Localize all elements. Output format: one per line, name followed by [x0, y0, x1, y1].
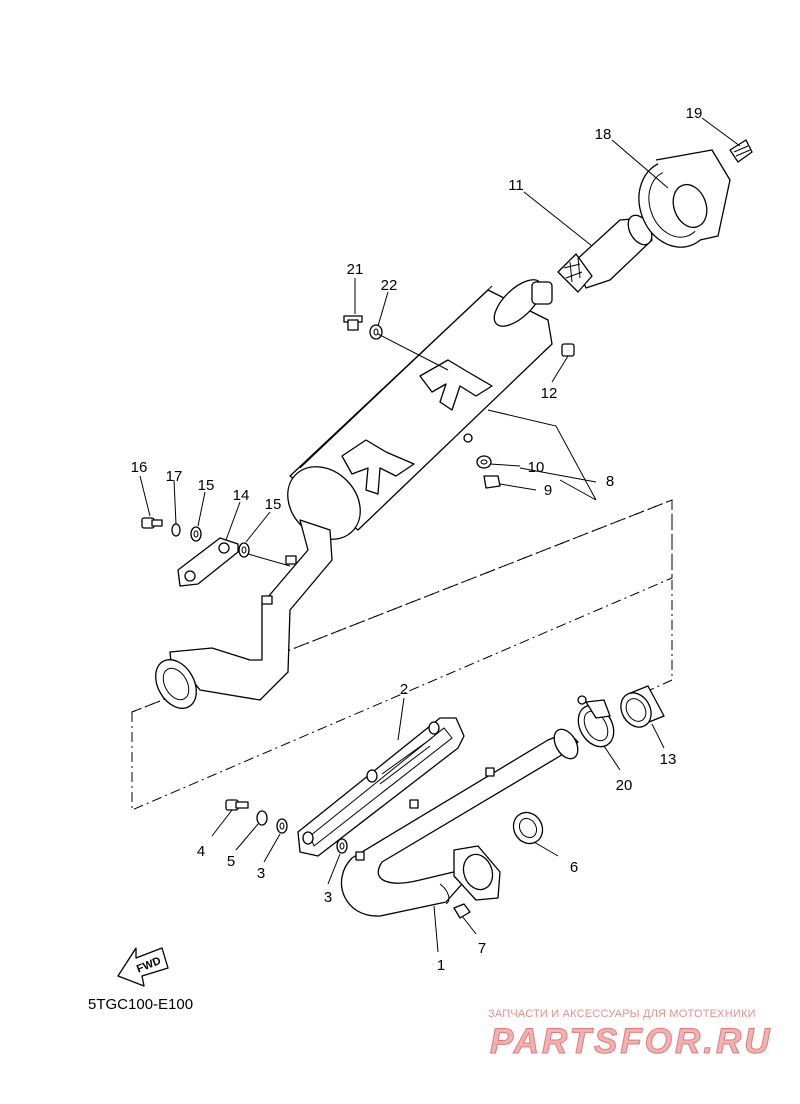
- callout-4: 4: [197, 843, 205, 860]
- callout-2: 2: [400, 681, 408, 698]
- part-6-gasket: [512, 811, 544, 845]
- assembly-boundary: [131, 499, 673, 811]
- collar-15b: [238, 542, 250, 558]
- washer-22: [369, 324, 383, 340]
- part-13-gasket: [620, 685, 665, 728]
- bolt-21: [343, 315, 363, 331]
- callout-8: 8: [606, 473, 614, 490]
- callout-14: 14: [233, 487, 250, 504]
- part-7-nut: [453, 903, 471, 919]
- part-18-end-cap: [638, 149, 731, 248]
- exhaust-flange: [453, 845, 501, 901]
- inner-pipe: [155, 519, 333, 709]
- washer-10: [476, 455, 492, 469]
- callout-5: 5: [227, 853, 235, 870]
- callout-9: 9: [544, 482, 552, 499]
- part-4-bolt: [225, 799, 249, 811]
- callout-3-right: 3: [324, 889, 332, 906]
- callout-1: 1: [437, 957, 445, 974]
- callout-7: 7: [478, 940, 486, 957]
- bolt-9: [483, 475, 501, 489]
- part-11-spark-arrester: [557, 214, 653, 293]
- callout-17: 17: [166, 468, 183, 485]
- callout-6: 6: [570, 859, 578, 876]
- watermark-logo: PARTSFOR.RU: [490, 1022, 773, 1062]
- callout-22: 22: [381, 277, 398, 294]
- callout-21: 21: [347, 261, 364, 278]
- callout-15-left: 15: [198, 477, 215, 494]
- bolt-16: [141, 517, 163, 529]
- washer-17: [171, 523, 181, 537]
- part-3-collar-b: [336, 838, 348, 854]
- fwd-arrow-icon: FWD: [117, 947, 169, 987]
- part-3-collar-a: [276, 818, 288, 834]
- diagram-code: 5TGC100-E100: [88, 996, 194, 1013]
- part-2-heat-protector: [297, 717, 465, 857]
- part-5-washer: [256, 810, 268, 826]
- callout-10: 10: [528, 459, 545, 476]
- callout-20: 20: [616, 777, 633, 794]
- leader-lines: [139, 117, 741, 953]
- callout-19: 19: [686, 105, 703, 122]
- watermark-tagline: ЗАПЧАСТИ И АКСЕССУАРЫ ДЛЯ МОТОТЕХНИКИ: [488, 1008, 756, 1020]
- collar-15a: [190, 526, 202, 542]
- bolt-12: [561, 343, 575, 357]
- muffler: [287, 279, 553, 540]
- callout-3-left: 3: [257, 865, 265, 882]
- callout-16: 16: [131, 459, 148, 476]
- callout-18: 18: [595, 126, 612, 143]
- callout-12: 12: [541, 385, 558, 402]
- part-1-exhaust-pipe: [340, 728, 579, 917]
- callout-11: 11: [508, 177, 524, 194]
- callout-labels: 19 18 11 21 22 12 10 8 9 16 17 15 14 15 …: [131, 105, 703, 974]
- callout-13: 13: [660, 751, 677, 768]
- part-19-bolt: [729, 139, 753, 163]
- part-20-clamp: [577, 695, 615, 748]
- callout-15-right: 15: [265, 496, 282, 513]
- part-14-bracket: [177, 537, 239, 587]
